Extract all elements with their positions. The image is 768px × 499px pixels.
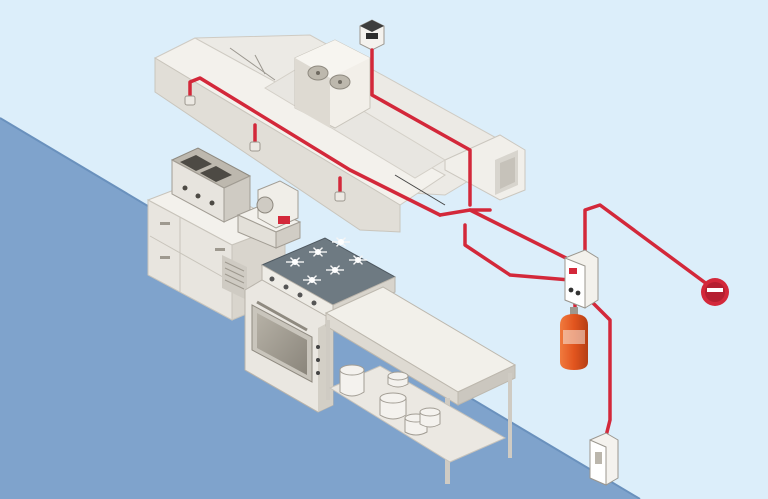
extinguishant-cylinder: [560, 307, 588, 370]
sensor-icon: [359, 19, 385, 51]
fan-icon: [307, 65, 351, 90]
burner: [309, 247, 327, 257]
control-panel: [564, 249, 599, 309]
meat-slicer: [236, 180, 302, 249]
burner: [286, 257, 304, 267]
bell-icon: [701, 278, 729, 306]
oven-icon: [251, 300, 313, 383]
pot-icon: [339, 364, 441, 436]
discharge-nozzles: [184, 95, 346, 202]
burner: [303, 275, 321, 285]
grill-icon: [170, 147, 252, 223]
cookware: [339, 364, 441, 436]
control-panel-icon: [564, 249, 599, 309]
alarm-bell: [701, 278, 729, 306]
burner: [349, 255, 367, 265]
burner: [326, 265, 344, 275]
exhaust-fan: [294, 39, 371, 129]
griddle-grill: [170, 147, 252, 223]
manual-release-station: [589, 432, 619, 486]
pull-station-icon: [589, 432, 619, 486]
slicer-icon: [236, 180, 302, 249]
burner-icon: [286, 237, 367, 285]
gas-cylinder-icon: [560, 307, 588, 370]
piping-network: [188, 48, 717, 442]
burner: [332, 237, 350, 247]
detection-unit: [359, 19, 385, 51]
